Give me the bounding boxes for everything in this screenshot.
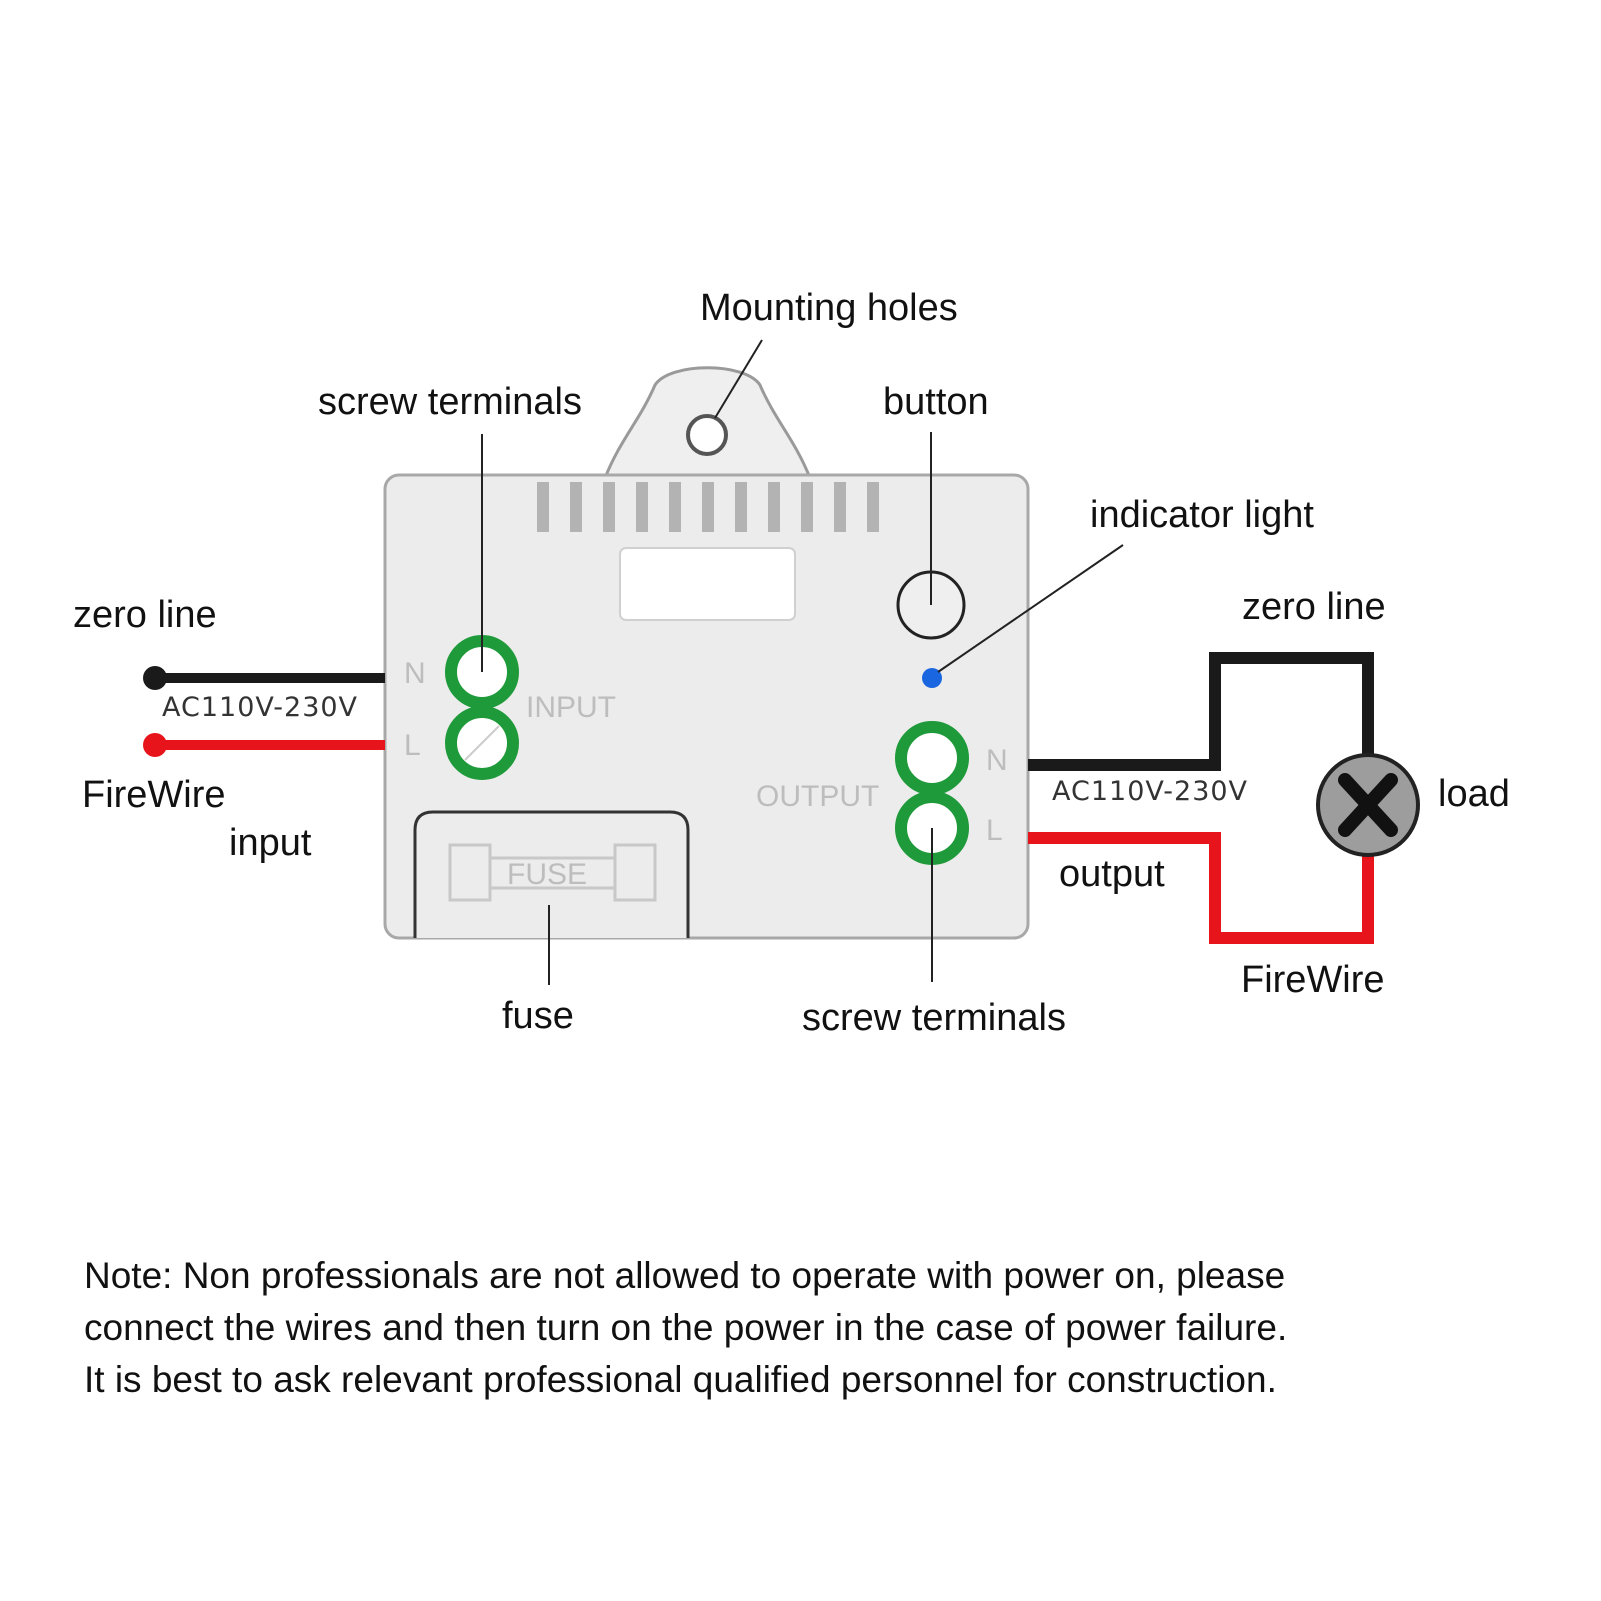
- leader-lines: [481, 339, 1124, 985]
- input-mark: INPUT: [526, 691, 616, 724]
- input-neutral-wire-end: [143, 666, 167, 690]
- screw-terminals-top-label: screw terminals: [318, 381, 582, 423]
- vent-slots: [537, 482, 879, 532]
- zero-line-right-label: zero line: [1242, 586, 1386, 628]
- input-label: input: [229, 822, 312, 864]
- load-cross-mark: [1338, 773, 1398, 837]
- note-line-1: Note: Non professionals are not allowed …: [84, 1255, 1285, 1296]
- voltage-left-label: AC110V-230V: [162, 692, 358, 723]
- terminal-n-right-mark: N: [986, 744, 1008, 777]
- note-line-3: It is best to ask relevant professional …: [84, 1359, 1277, 1400]
- mounting-hole: [686, 414, 728, 456]
- indicator-light-label: indicator light: [1090, 494, 1314, 536]
- load-label: load: [1438, 773, 1510, 815]
- screw-terminals-bottom-label: screw terminals: [802, 997, 1066, 1039]
- firewire-right-label: FireWire: [1241, 959, 1385, 1001]
- fuse-label: fuse: [502, 995, 574, 1037]
- output-neutral-wire: [1028, 652, 1374, 771]
- zero-line-left-label: zero line: [73, 594, 217, 636]
- button-label: button: [883, 381, 989, 423]
- note-line-2: connect the wires and then turn on the p…: [84, 1307, 1287, 1348]
- fuse-icon: [448, 843, 657, 902]
- output-live-wire: [1028, 832, 1374, 944]
- voltage-right-label: AC110V-230V: [1052, 776, 1248, 807]
- terminal-l-right-mark: L: [986, 814, 1003, 847]
- terminal-n-left-mark: N: [404, 657, 426, 690]
- input-live-wire-end: [143, 733, 167, 757]
- indicator-light-icon: [922, 668, 942, 688]
- mounting-holes-label: Mounting holes: [700, 287, 958, 329]
- label-window: [619, 547, 796, 621]
- output-label: output: [1059, 853, 1165, 895]
- firewire-left-label: FireWire: [82, 774, 226, 816]
- fuse-mark: FUSE: [507, 858, 587, 891]
- terminal-l-left-mark: L: [404, 729, 421, 762]
- output-mark: OUTPUT: [756, 780, 879, 813]
